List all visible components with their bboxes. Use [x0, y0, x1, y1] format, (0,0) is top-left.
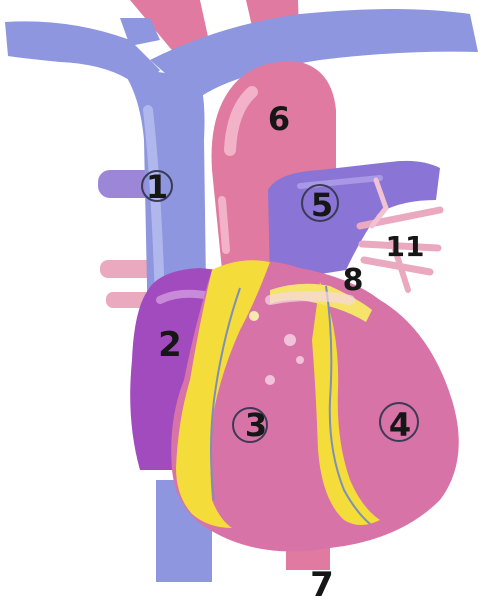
heart-highlight-top — [270, 296, 350, 300]
label-2: 2 — [158, 325, 182, 365]
label-3: 3 — [245, 406, 267, 444]
label-1: 1 — [146, 168, 168, 206]
label-11: 11 — [386, 230, 425, 263]
label-5: 5 — [311, 186, 333, 224]
heart-highlight-dot-4 — [249, 311, 259, 321]
heart-highlight-dot-2 — [296, 356, 304, 364]
heart-highlight-dot-1 — [284, 334, 296, 346]
label-6: 6 — [268, 100, 290, 138]
label-8: 8 — [343, 263, 364, 298]
heart-highlight-dot-3 — [265, 375, 275, 385]
label-7: 7 — [310, 565, 334, 605]
label-4: 4 — [389, 406, 411, 444]
aorta-highlight-lower — [222, 200, 226, 250]
